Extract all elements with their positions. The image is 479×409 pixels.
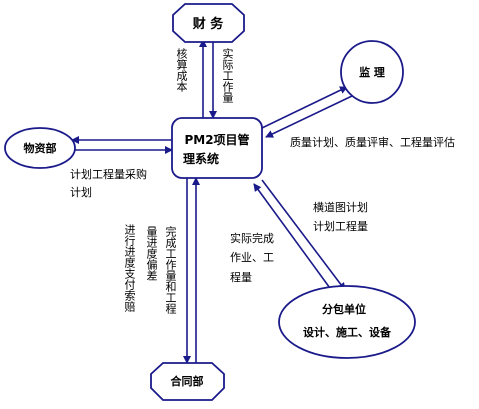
contracts-node (150, 362, 225, 401)
subcontractor-label-line2: 设计、施工、设备 (303, 325, 392, 339)
finance-node (172, 3, 245, 43)
finance-label: 财 务 (193, 16, 225, 32)
pm2-system-label-line2: 理系统 (183, 151, 219, 166)
label-actual-work-line3: 程量 (230, 271, 252, 284)
arrow-supervision-to-center (265, 95, 353, 138)
arrow-center-to-supervision (261, 86, 348, 129)
label-actual-quantity: 实际工作量 (221, 48, 234, 103)
label-tunnel-line2: 计划工程量 (313, 220, 368, 233)
subcontractor-node (278, 285, 416, 359)
label-tunnel-line1: 横道图计划 (313, 201, 368, 214)
pm2-system-node (171, 117, 263, 179)
label-quality: 质量计划、质量评审、工程量评估 (290, 136, 455, 149)
materials-node (4, 127, 76, 169)
pm2-system-label-line1: PM2项目管 (184, 132, 249, 147)
label-actual-work-line2: 作业、工 (230, 251, 274, 264)
label-progress-deviation: 量进度偏差 (145, 226, 158, 281)
label-completed-quantity: 完成工作量和工程 (164, 226, 177, 314)
label-procurement-line2: 计划 (70, 186, 92, 199)
supervision-label: 监 理 (359, 65, 385, 79)
materials-label: 物资部 (24, 141, 57, 155)
label-procurement-line1: 计划工程量采购 (70, 168, 147, 181)
contracts-label: 合同部 (171, 374, 204, 388)
subcontractor-label-line1: 分包单位 (322, 302, 366, 316)
supervision-node (340, 40, 404, 104)
arrow-center-to-subcontractor (261, 179, 346, 291)
arrow-subcontractor-to-center (253, 183, 336, 296)
label-actual-work-line1: 实际完成 (230, 232, 274, 245)
label-progress-payment: 进行进度支付索赔 (123, 224, 136, 312)
label-cost-accounting: 核算成本 (175, 48, 188, 92)
